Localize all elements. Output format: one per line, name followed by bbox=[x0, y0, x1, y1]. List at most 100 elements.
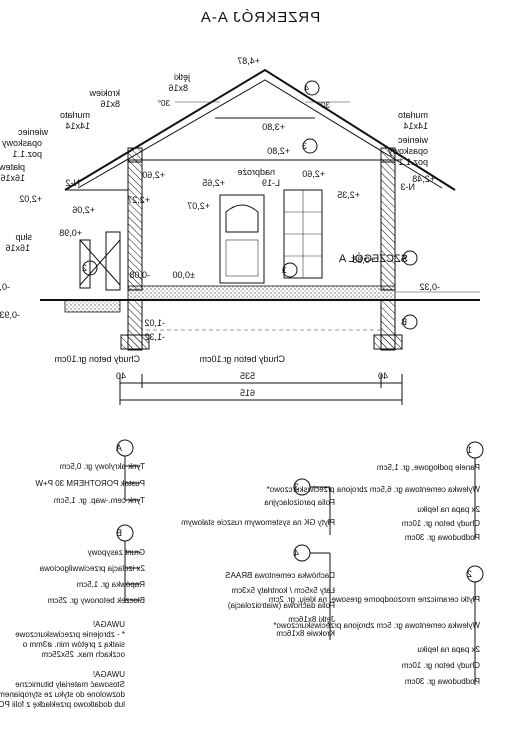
level-ground-r: -0,32 bbox=[419, 282, 440, 292]
legend-4-3: Jętki 8x16cm bbox=[288, 615, 335, 624]
legend-marker-A: A bbox=[116, 443, 122, 453]
dim-40-left: 40 bbox=[378, 371, 388, 381]
note2-line2: dozwolone do styku ze styropianem bbox=[0, 690, 125, 699]
level-sill: +0,85 bbox=[352, 255, 375, 265]
legend-A-0: Tynk akrylowy gr. 0,5cm bbox=[59, 462, 145, 471]
label-jetki-1: jętki bbox=[174, 72, 191, 82]
marker-4: 4 bbox=[304, 83, 309, 93]
level-floor-0: ±0,00 bbox=[173, 270, 195, 280]
label-slup-1: słup bbox=[15, 232, 32, 242]
legend-1-0: Panele podłogowe, gr. 1,5cm bbox=[376, 463, 480, 472]
label-murlato-r2: 14x14 bbox=[403, 121, 428, 131]
note1-title: UWAGA! bbox=[93, 620, 125, 629]
legend-4-0: Dachówka cementowa BRAAS bbox=[225, 571, 335, 580]
marker-1: 1 bbox=[282, 265, 287, 275]
level-attic: +2,80 bbox=[267, 146, 290, 156]
legend-2-3: Chudy beton gr. 10cm bbox=[401, 661, 480, 670]
label-n2: N-2 bbox=[65, 178, 80, 188]
level-post: +0,98 bbox=[59, 228, 82, 238]
legend-marker-B: B bbox=[116, 528, 122, 538]
level-walltop-m: +2,07 bbox=[187, 201, 210, 211]
label-murlato-l1: murłato bbox=[60, 110, 90, 120]
label-nadproze-2: L-19 bbox=[262, 178, 280, 188]
label-wieniec-l1: wieniec bbox=[17, 127, 49, 137]
level-plate: +2,06 bbox=[72, 205, 95, 215]
level-found-1: -1,02 bbox=[144, 318, 165, 328]
label-platew-2: 16x16 bbox=[0, 173, 25, 183]
mirrored-group: PRZEKRÓJ A-A bbox=[40, 9, 484, 685]
note1-line1: * - zbrojenie przeciwskurczowe bbox=[15, 630, 125, 639]
legend-B-0: Grunt zasypowy bbox=[88, 548, 145, 557]
note2-line1: Stosować materiały bitumiczne bbox=[15, 680, 125, 689]
note1-line2: siatką z prętów min. ø3mm o bbox=[22, 640, 125, 649]
dim-40-right: 40 bbox=[116, 371, 126, 381]
legend-marker-3: 3 bbox=[294, 482, 299, 492]
label-detail-a: SZCZEGÓŁ A bbox=[338, 252, 408, 265]
label-krokiew-2: 8x16 bbox=[100, 99, 120, 109]
legend-frames bbox=[116, 439, 484, 685]
level-found-2: -1,32 bbox=[144, 332, 165, 342]
legend-1-3: Chudy beton gr. 10cm bbox=[401, 519, 480, 528]
doors bbox=[219, 189, 323, 284]
roof bbox=[64, 68, 456, 191]
legend-2-2: 2x papa na lepiku bbox=[417, 645, 480, 654]
legend-B-3: Bloczek betonowy gr. 25cm bbox=[47, 596, 145, 605]
level-eave-l: +2,02 bbox=[19, 194, 42, 204]
drawing-title: PRZEKRÓJ A-A bbox=[200, 9, 320, 26]
label-murlato-l2: 14x14 bbox=[65, 121, 90, 131]
note1-line3: oczkach max. 25x25cm bbox=[41, 650, 125, 659]
label-wieniec-r2: opaskowy bbox=[387, 146, 428, 156]
label-wieniec-l2: opaskowy bbox=[1, 138, 42, 148]
dim-535: 535 bbox=[240, 371, 255, 381]
dimension-lines bbox=[119, 374, 403, 405]
legend-A-2: Tynk cem.-wap. gr. 1,5cm bbox=[54, 496, 145, 505]
label-beton-r: Chudy beton gr.10cm bbox=[199, 354, 285, 364]
dim-615: 615 bbox=[240, 388, 255, 398]
level-foot: -0,93 bbox=[0, 310, 20, 320]
legend-1-4: Podbudowa gr. 30cm bbox=[405, 533, 480, 542]
level-ceiling: +3,80 bbox=[262, 122, 285, 132]
level-walltop-l: +2,27 bbox=[127, 195, 150, 205]
panel-door bbox=[219, 194, 265, 284]
porch-column bbox=[79, 239, 91, 289]
legend-B-1: 2x izolacja przeciwwilgociowa bbox=[39, 564, 145, 573]
porch-slab bbox=[64, 299, 121, 313]
legend-3-0: Folia paroizolacyjna bbox=[264, 498, 335, 507]
legend-2-0: Płytki ceramiczne mrozoodporne gresowe, … bbox=[268, 595, 480, 604]
marker-2: 2 bbox=[82, 263, 87, 273]
label-beton-l: Chudy beton gr.10cm bbox=[54, 354, 140, 364]
label-slope-l: 30° bbox=[158, 99, 170, 108]
label-wieniec-r3: poz.1.1 bbox=[398, 157, 428, 167]
legend-2-1: Wylewka cementowa gr. 5cm zbrojona przec… bbox=[273, 621, 480, 630]
level-lintel-m: +2,65 bbox=[202, 178, 225, 188]
level-lintel-l: +2,60 bbox=[142, 170, 165, 180]
level-ground-l: -0,32 bbox=[0, 282, 10, 292]
legend-4-2: Folia dachowa (wiatroizolacja) bbox=[228, 601, 335, 610]
label-murlato-r1: murłato bbox=[398, 110, 428, 120]
label-slope-r: 30° bbox=[318, 101, 330, 110]
legend-marker-4: 4 bbox=[294, 548, 299, 558]
legend-marker-1: 1 bbox=[467, 445, 472, 455]
note2-title: UWAGA! bbox=[93, 670, 125, 679]
marker-B: B bbox=[401, 317, 407, 327]
text-layer: +4,87 +3,80 +2,80 +2,60 +2,65 +2,60 +2,2… bbox=[0, 56, 480, 709]
legend-3-1: Płyty GK na systemowym ruszcie stalowym bbox=[181, 518, 335, 527]
label-krokiew-1: krokiew bbox=[89, 88, 120, 98]
label-wieniec-l3: poz.1.1 bbox=[12, 149, 42, 159]
footing-base-left bbox=[120, 334, 150, 350]
marker-A: A bbox=[401, 253, 407, 263]
label-slup-2: 16x16 bbox=[5, 243, 30, 253]
legend-2-4: Podbudowa gr. 30cm bbox=[405, 677, 480, 686]
label-platew-1: płatew bbox=[0, 162, 25, 172]
label-nadproze-1: nadproże bbox=[237, 167, 275, 177]
porch-post bbox=[105, 231, 121, 291]
floor-slab bbox=[127, 285, 396, 301]
brace-2 bbox=[79, 239, 121, 286]
level-lintel-r: +2,60 bbox=[302, 169, 325, 179]
level-door-r: +2,35 bbox=[337, 190, 360, 200]
label-wieniec-r1: wieniec bbox=[397, 135, 429, 145]
legend-marker-2: 2 bbox=[467, 569, 472, 579]
footing-base-right bbox=[373, 334, 403, 350]
